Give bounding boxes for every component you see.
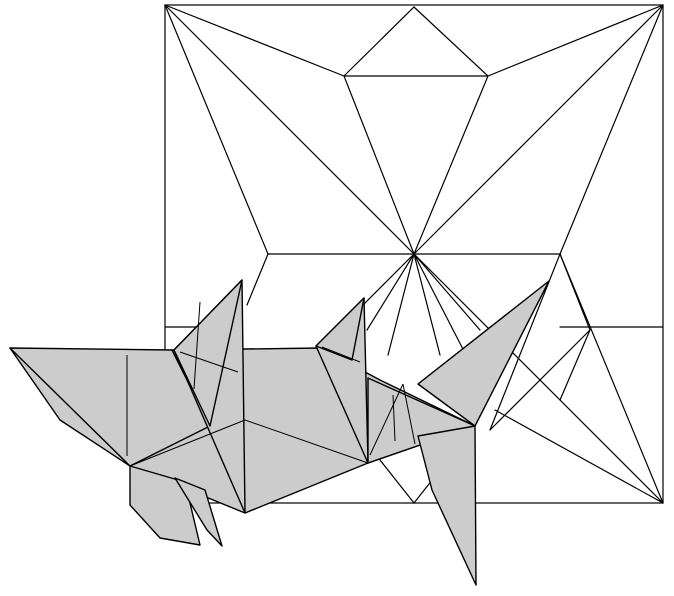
crease-bottom-1 xyxy=(380,460,414,503)
crease-top-left xyxy=(165,5,344,76)
crease-fan-1 xyxy=(388,254,414,355)
crease-right-upper xyxy=(560,5,663,254)
crease-right-lower xyxy=(560,254,663,503)
crease-left-upper xyxy=(165,5,268,254)
right-spike xyxy=(418,281,549,426)
crease-lower-right-3 xyxy=(495,410,663,503)
crease-top-right xyxy=(488,5,663,76)
folded-model xyxy=(10,280,549,585)
crease-fan-5 xyxy=(367,254,414,330)
crease-diagonal-tl xyxy=(165,5,414,254)
crease-top-kite xyxy=(344,7,488,254)
hind-leg xyxy=(418,426,476,585)
crease-lower-diamond xyxy=(247,254,268,305)
